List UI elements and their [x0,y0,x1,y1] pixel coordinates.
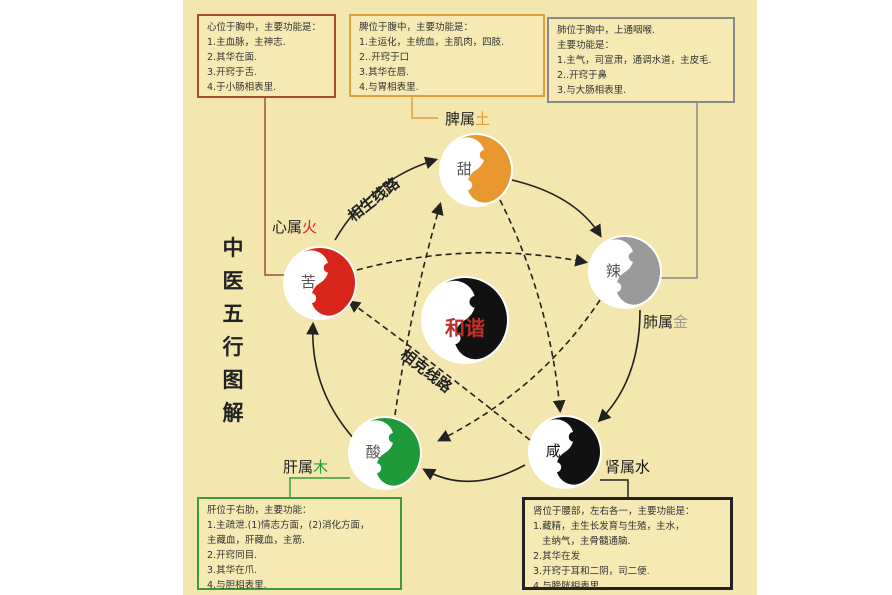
diagram-title: 中医五行图解 [222,236,244,425]
lung-info-box: 肺位于胸中，上通咽喉. 主要功能是： 1.主气，司宣肃，通调水道，主皮毛. 2.… [547,17,735,103]
generating-arrow-lung-kidney [597,309,641,423]
spleen-info-box: 脾位于腹中，主要功能是： 1.主运化，主统血，主肌肉，四肢. 2..开窍于口 3… [349,14,545,97]
yin-yang-dot [479,149,490,160]
element-name: 火 [302,218,318,236]
heart-yin-yang: 苦 [283,246,357,320]
center-label: 和谐 [445,316,485,340]
heart-connector [264,98,288,276]
taste-label: 辣 [606,262,621,280]
yin-yang-dot [628,251,639,262]
center-yin-yang [421,276,509,364]
lung-connector [660,103,698,279]
liver-yin-yang: 酸 [348,416,422,490]
kidney-connector [600,479,629,497]
yin-yang-dot [469,295,482,308]
yin-yang-dot [323,262,334,273]
organ-name: 脾属 [445,110,476,128]
kidney-element-label: 肾属水 [605,456,650,477]
taste-label: 苦 [301,273,316,291]
organ-name: 肺属 [643,313,674,331]
spleen-yin-yang: 甜 [439,133,513,207]
generating-arrow-spleen-lung [511,179,602,238]
restraining-arrow-heart-lung [356,251,589,271]
restraining-arrow-liver-spleen [394,201,444,416]
liver-info-box: 肝位于右肋，主要功能： 1.主疏泄.(1)情志方面，(2)消化方面， 主藏血，肝… [197,497,402,591]
yin-yang-dot [568,431,579,442]
element-name: 土 [475,110,491,128]
kidney-yin-yang: 咸 [528,415,602,489]
organ-name: 心属 [272,218,303,236]
spleen-element-label: 脾属土 [445,108,490,129]
generating-arrow-heart-spleen [334,156,439,241]
liver-element-label: 肝属木 [283,456,328,477]
liver-connector [289,477,350,497]
yin-yang-dot [448,332,461,345]
taste-label: 咸 [546,442,561,460]
organ-name: 肝属 [283,458,314,476]
restraining-arrow-kidney-heart [347,300,531,441]
element-name: 木 [313,458,329,476]
restraining-arrow-spleen-kidney [499,199,566,414]
heart-element-label: 心属火 [272,216,317,237]
spleen-connector [411,97,438,119]
yin-yang-dot [306,293,317,304]
taste-label: 酸 [366,443,381,461]
yin-yang-dot [388,432,399,443]
generating-path-label: 相生线路 [345,173,404,225]
kidney-info-box: 肾位于腰部，左右各一，主要功能是： 1.藏精，主生长发育与生殖，主水， 主纳气，… [522,497,733,592]
organ-name: 肾属 [605,458,636,476]
yin-yang-dot [462,180,473,191]
taste-label: 甜 [457,160,472,178]
generating-arrow-kidney-liver [422,464,526,483]
yin-yang-dot [371,463,382,474]
element-name: 金 [673,313,689,331]
element-name: 水 [635,458,651,476]
heart-info-box: 心位于胸中，主要功能是： 1.主血脉，主神志. 2.其华在面. 3.开窍于舌. … [197,14,336,98]
yin-yang-dot [611,282,622,293]
generating-arrow-liver-heart [306,321,356,441]
lung-element-label: 肺属金 [643,311,688,332]
lung-yin-yang: 辣 [588,235,662,309]
yin-yang-dot [551,462,562,473]
